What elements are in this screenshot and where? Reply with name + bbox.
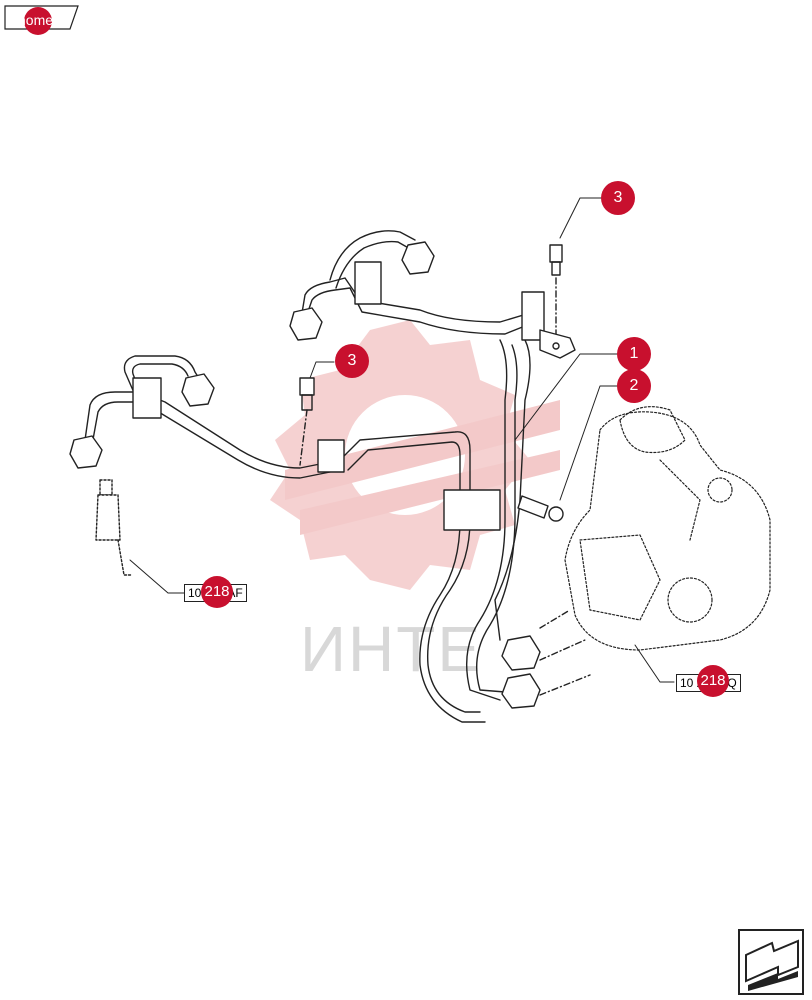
next-page-button[interactable] [738,929,804,995]
watermark-text: ИНТЕ [300,613,482,685]
ref-injection-pump-marker[interactable]: 218 [697,665,729,697]
callout-3-bolt-top[interactable]: 3 [601,181,635,215]
callout-2-bolt[interactable]: 2 [617,369,651,403]
next-page-arrow-icon [738,929,804,995]
home-marker [24,7,52,35]
ref-glow-plug-marker[interactable]: 218 [201,576,233,608]
callout-3-bolt-left[interactable]: 3 [335,344,369,378]
home-button[interactable]: home [4,4,79,35]
home-label: home [18,12,54,28]
callout-1-injection-line[interactable]: 1 [617,337,651,371]
